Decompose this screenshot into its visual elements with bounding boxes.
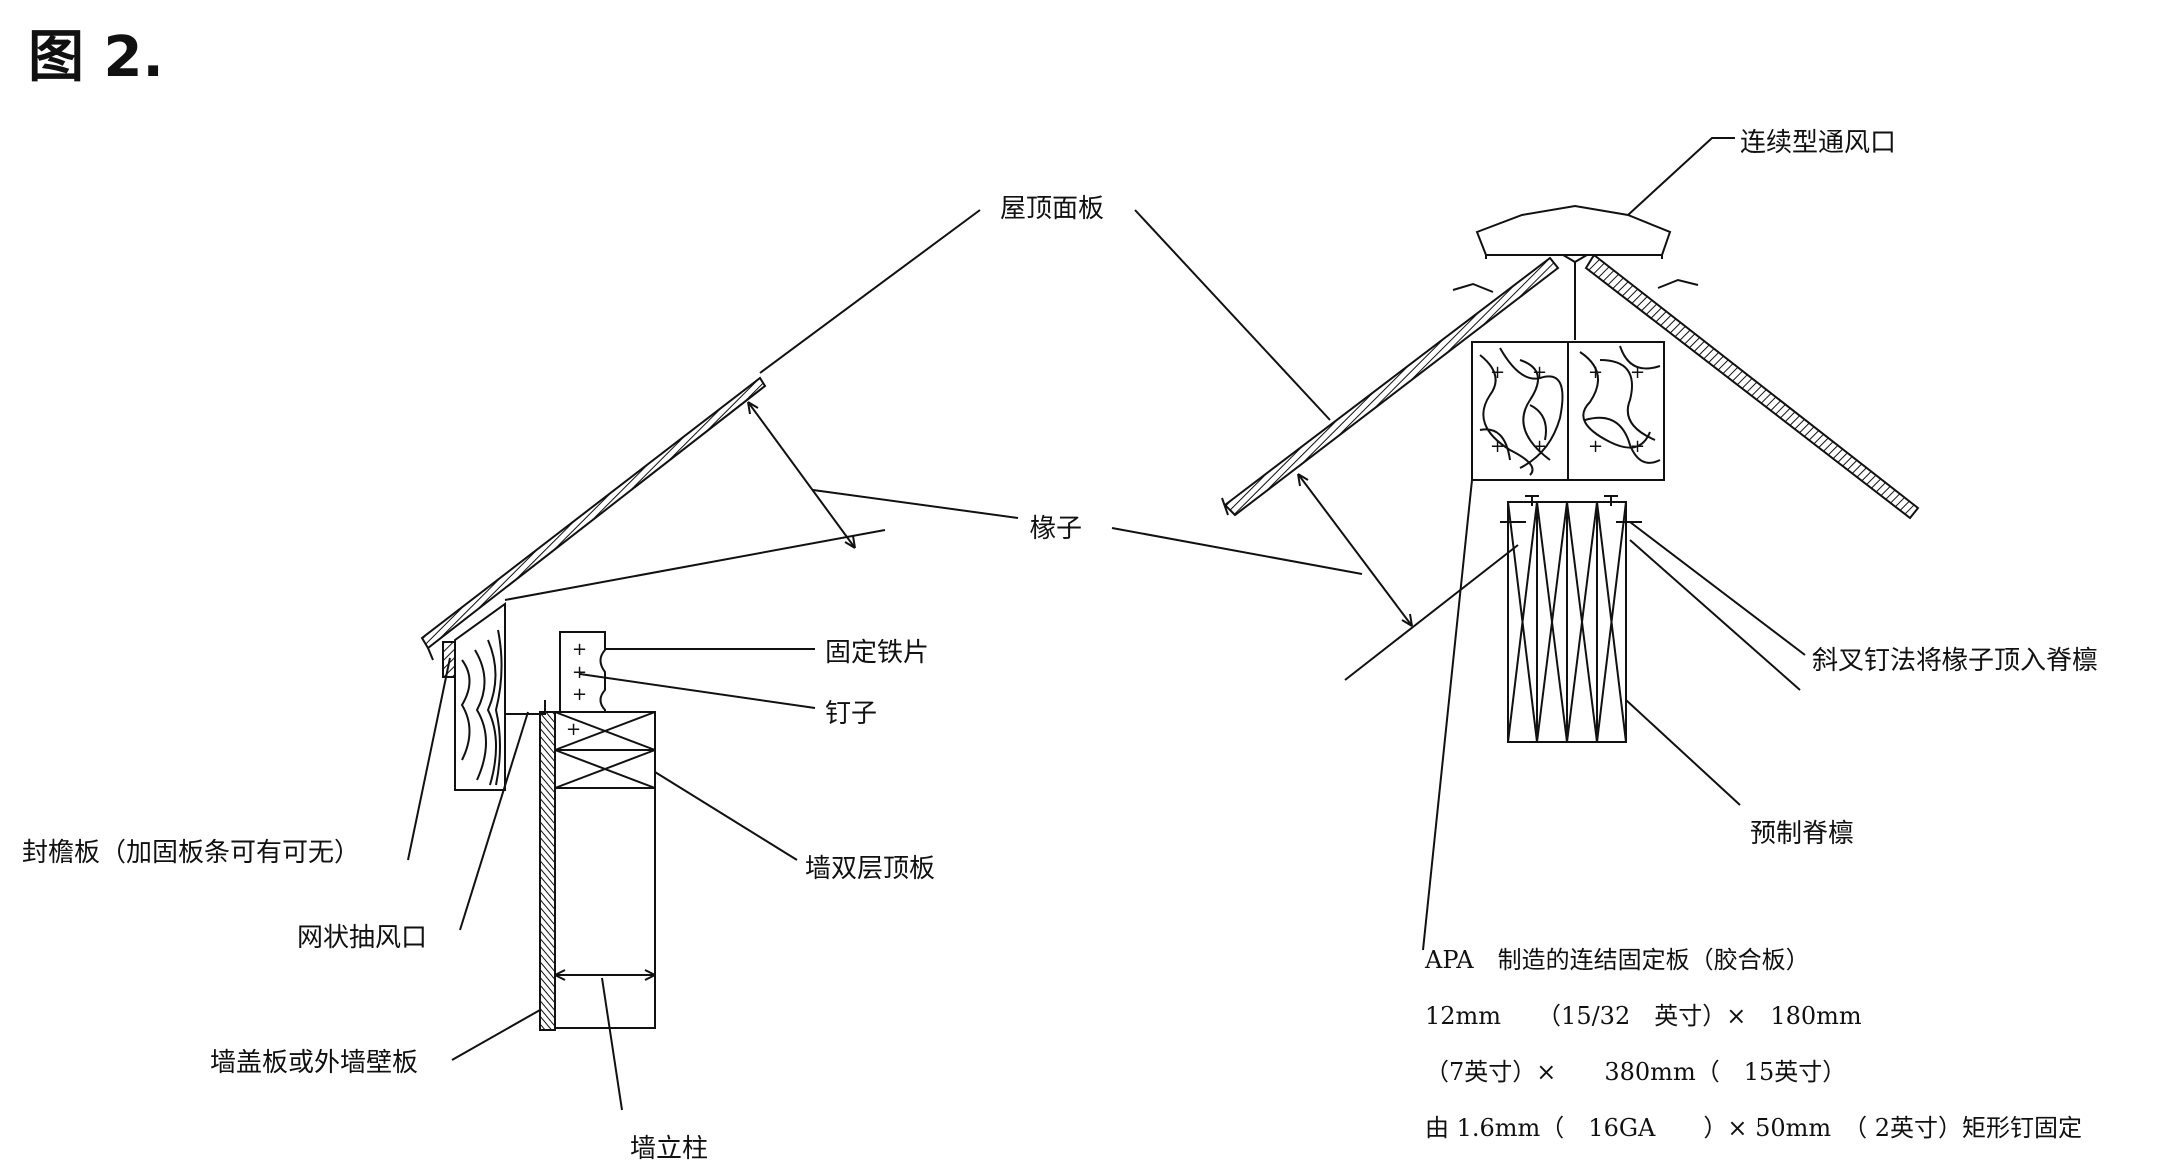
svg-text:+: + — [1588, 436, 1603, 457]
svg-text:+: + — [1588, 362, 1603, 383]
svg-text:+: + — [1532, 362, 1547, 383]
label-wall-stud: 墙立柱 — [630, 1134, 709, 1164]
label-nail: 钉子 — [825, 699, 878, 729]
label-prefab-ridge-beam: 预制脊檩 — [1750, 819, 1855, 849]
leader-screen-vent — [459, 711, 529, 931]
label-rafter: 椽子 — [1030, 514, 1083, 544]
svg-text:+: + — [1630, 436, 1645, 457]
leader-lines — [407, 137, 1806, 1111]
leader-rafter-left — [812, 489, 1019, 519]
ridge-vent — [1452, 204, 1699, 293]
roof-sheathing-ridge-left — [1223, 256, 1560, 517]
label-toe-nail: 斜叉钉法将椽子顶入脊檩 — [1812, 646, 2099, 676]
ridge-beam — [1500, 495, 1642, 743]
label-fixing-clip: 固定铁片 — [825, 638, 930, 668]
label-screen-vent: 网状抽风口 — [297, 923, 428, 953]
leader-wall-sheathing — [451, 1009, 541, 1061]
label-wall-sheathing: 墙盖板或外墙壁板 — [210, 1048, 419, 1078]
roof-sheathing-left — [420, 376, 767, 650]
figure-title: 图 2. — [28, 25, 164, 90]
leader-wall-stud — [601, 977, 623, 1111]
rafter-bottom-line-ridge-right — [1629, 539, 1801, 691]
roof-sheathing-ridge-right — [1584, 253, 1920, 520]
rafter-bottom-line-left — [504, 529, 886, 601]
leader-ridge-beam — [1625, 699, 1741, 806]
leader-double-top-plate — [654, 771, 798, 861]
leader-gusset — [1422, 479, 1473, 951]
svg-text:+: + — [1630, 362, 1645, 383]
eave-detail: + + + + — [420, 376, 886, 1031]
svg-text:+: + — [572, 684, 587, 705]
fascia-board — [442, 602, 506, 791]
svg-text:+: + — [572, 639, 587, 660]
svg-text:+: + — [572, 662, 587, 683]
leader-roof-sheathing-left — [759, 209, 981, 374]
svg-text:+: + — [566, 719, 581, 740]
gusset-note-line3: （7英寸）× 380mm（ 15英寸） — [1425, 1058, 1847, 1086]
gusset-note-line1: APA 制造的连结固定板（胶合板） — [1425, 946, 1810, 974]
rafter-bottom-line-ridge-left — [1344, 544, 1519, 681]
fixing-clip: + + + — [559, 631, 606, 713]
gusset-plate: + + + + + + + + — [1471, 341, 1665, 481]
label-continuous-ridge-vent: 连续型通风口 — [1740, 128, 1897, 158]
label-double-top-plate: 墙双层顶板 — [805, 854, 936, 884]
wall-sheathing — [539, 711, 556, 1031]
svg-text:+: + — [1490, 362, 1505, 383]
leader-roof-sheathing-right — [1134, 209, 1331, 421]
double-top-plate: + — [554, 711, 656, 789]
leader-nail — [579, 673, 816, 709]
svg-text:+: + — [1532, 436, 1547, 457]
wall-stud-body — [554, 787, 656, 1029]
gusset-note-line2: 12mm （15/32 英寸）× 180mm — [1425, 1002, 1862, 1030]
label-roof-sheathing: 屋顶面板 — [1000, 194, 1105, 224]
ridge-detail: + + + + + + + + — [1221, 204, 1920, 743]
leader-toe-nail — [1629, 521, 1806, 656]
gusset-note-line4: 由 1.6mm（ 16GA ）× 50mm （ 2英寸）矩形钉固定 — [1425, 1114, 2083, 1142]
leader-ridge-vent — [1627, 137, 1735, 216]
svg-text:+: + — [1490, 436, 1505, 457]
leader-rafter-right — [1111, 527, 1363, 575]
leader-fascia — [407, 657, 451, 861]
label-fascia: 封檐板（加固板条可有可无） — [22, 838, 361, 868]
